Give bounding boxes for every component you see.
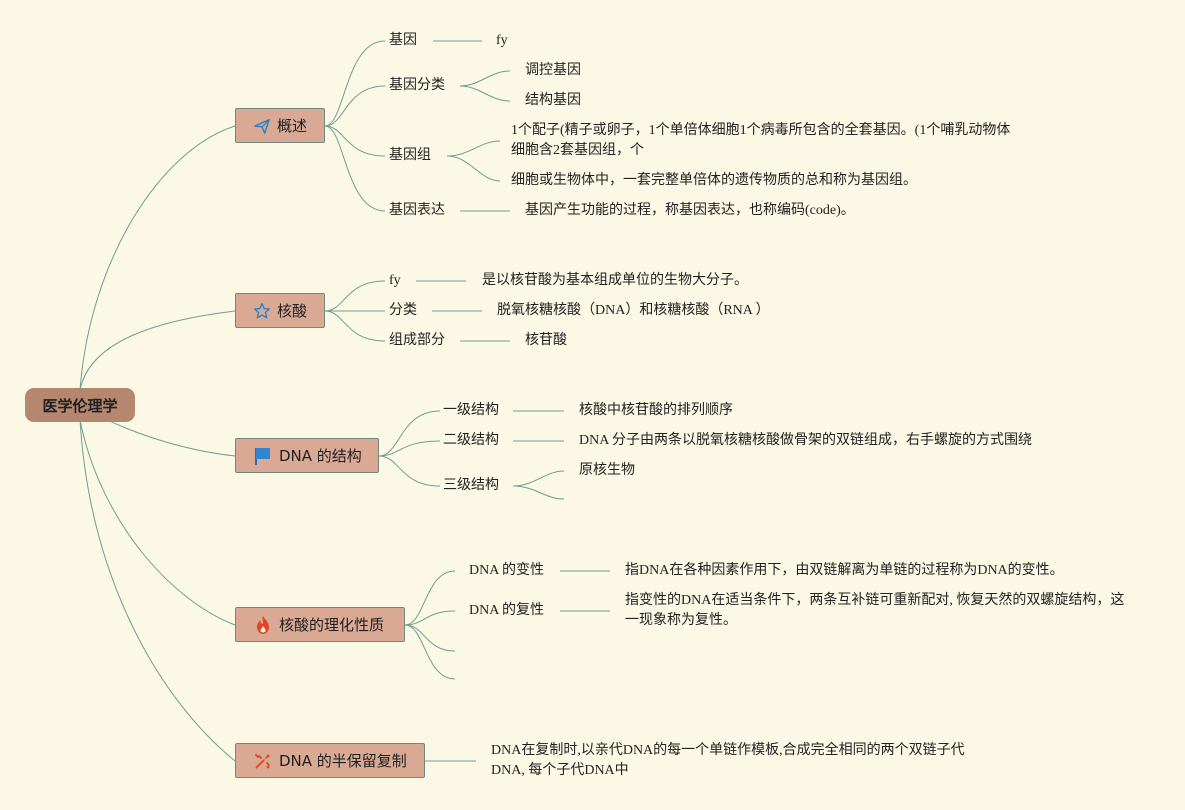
flag-icon xyxy=(255,447,270,465)
subtopic-label[interactable]: 基因组 xyxy=(389,148,431,163)
subtopic-label[interactable]: 组成部分 xyxy=(389,333,445,348)
detail-text[interactable]: 调控基因 xyxy=(525,63,581,78)
detail-text[interactable]: DNA在复制时,以亲代DNA的每一个单链作模板,合成完全相同的两个双链子代DNA… xyxy=(491,743,965,778)
detail-text[interactable]: 基因产生功能的过程，称基因表达，也称编码(code)。 xyxy=(525,203,855,218)
topic-label: DNA 的结构 xyxy=(279,447,362,465)
detail-text[interactable]: 细胞或生物体中，一套完整单倍体的遗传物质的总和称为基因组。 xyxy=(511,173,917,188)
detail-text[interactable]: 指变性的DNA在适当条件下，两条互补链可重新配对, 恢复天然的双螺旋结构，这一现… xyxy=(625,593,1125,628)
topic-overview[interactable]: 概述 xyxy=(235,108,325,143)
subtopic-label[interactable]: 分类 xyxy=(389,303,417,318)
detail-text[interactable]: DNA 分子由两条以脱氧核糖核酸做骨架的双链组成，右手螺旋的方式围绕 xyxy=(579,433,1033,448)
detail-text[interactable]: 核酸中核苷酸的排列顺序 xyxy=(579,403,733,418)
detail-text[interactable]: fy xyxy=(496,33,508,48)
detail-text[interactable]: 是以核苷酸为基本组成单位的生物大分子。 xyxy=(482,273,748,288)
detail-text[interactable]: 核苷酸 xyxy=(525,333,567,348)
subtopic-label[interactable]: fy xyxy=(389,273,401,288)
tools-icon xyxy=(255,753,270,769)
subtopic-label[interactable]: DNA 的变性 xyxy=(469,563,545,578)
topic-label: 核酸 xyxy=(277,302,308,320)
subtopic-label[interactable]: DNA 的复性 xyxy=(469,603,545,618)
topic-physicochemical-properties[interactable]: 核酸的理化性质 xyxy=(235,607,405,642)
subtopic-label[interactable]: 三级结构 xyxy=(443,478,499,493)
detail-text[interactable]: 1个配子(精子或卵子，1个单倍体细胞1个病毒所包含的全套基因。(1个哺乳动物体细… xyxy=(511,123,1011,158)
subtopic-label[interactable]: 基因分类 xyxy=(389,78,445,93)
flame-icon xyxy=(257,615,269,634)
central-topic[interactable]: 医学伦理学 xyxy=(25,388,135,422)
topic-label: 概述 xyxy=(277,117,308,135)
detail-text[interactable]: 结构基因 xyxy=(525,93,581,108)
topic-semiconservative-replication[interactable]: DNA 的半保留复制 xyxy=(235,743,425,778)
detail-text[interactable]: 脱氧核糖核酸（DNA）和核糖核酸（RNA ） xyxy=(497,303,770,318)
topic-dna-structure[interactable]: DNA 的结构 xyxy=(235,438,379,473)
subtopic-label[interactable]: 基因 xyxy=(389,33,417,48)
paper-plane-icon xyxy=(254,118,270,134)
topic-label: DNA 的半保留复制 xyxy=(279,752,407,770)
subtopic-label[interactable]: 一级结构 xyxy=(443,403,499,418)
detail-text[interactable]: 原核生物 xyxy=(579,463,635,478)
detail-text[interactable]: 指DNA在各种因素作用下，由双链解离为单链的过程称为DNA的变性。 xyxy=(625,563,1064,578)
star-icon xyxy=(253,302,271,319)
topic-nucleic-acid[interactable]: 核酸 xyxy=(235,293,325,328)
subtopic-label[interactable]: 二级结构 xyxy=(443,433,499,448)
subtopic-label[interactable]: 基因表达 xyxy=(389,203,445,218)
topic-label: 核酸的理化性质 xyxy=(279,616,385,634)
